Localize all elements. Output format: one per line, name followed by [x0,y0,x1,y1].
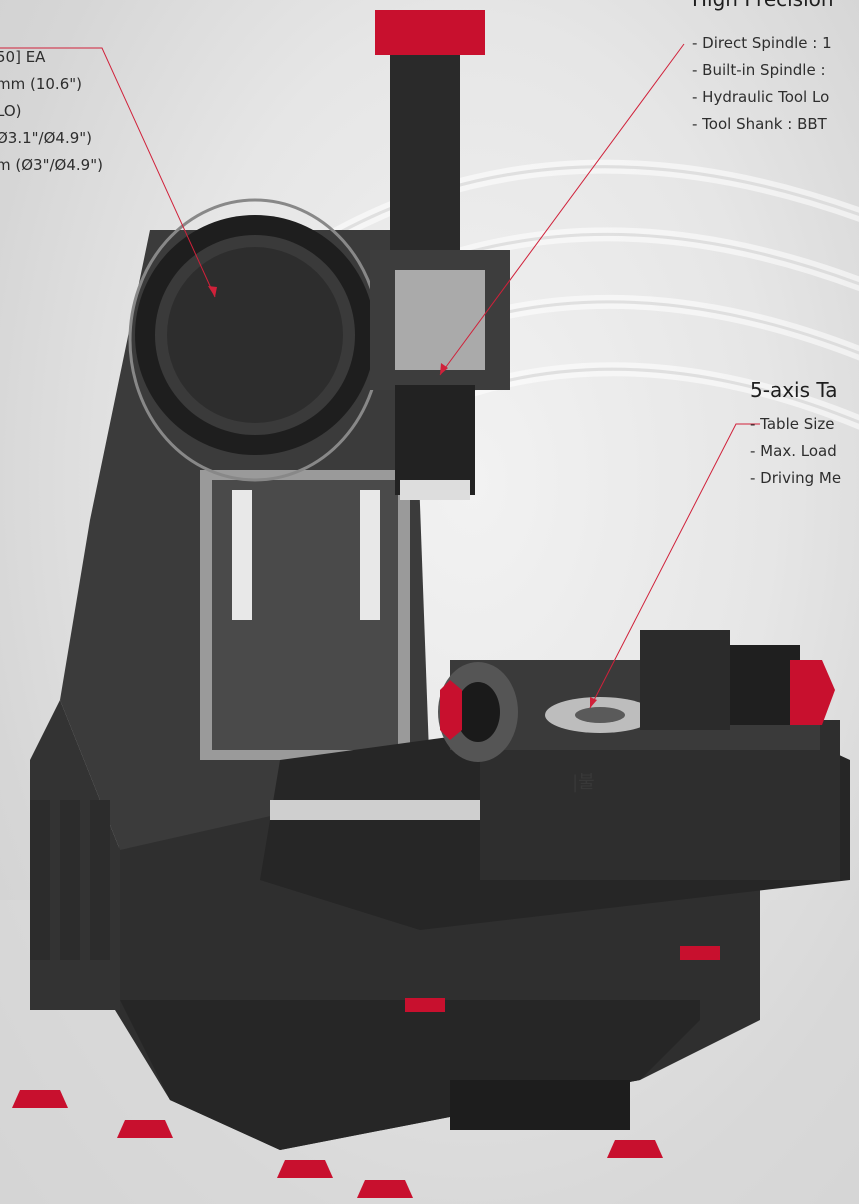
callout-title: High Precision [692,0,834,12]
spec-line: - Driving Me [750,469,842,487]
spec-line: m (Ø3"/Ø4.9") [0,156,103,174]
spec-line: - Direct Spindle : 1 [692,34,832,52]
magazine-specs-callout: 50] EA mm (10.6") LO) Ø3.1"/Ø4.9") m (Ø3… [0,44,103,179]
table-specs-callout: 5-axis Ta - Table Size - Max. Load - Dri… [750,377,841,492]
spec-line: - Max. Load [750,442,837,460]
callout-title: 5-axis Ta [750,378,838,402]
spec-line: Ø3.1"/Ø4.9") [0,129,93,147]
spec-line: 50] EA [0,48,46,66]
spec-line: - Hydraulic Tool Lo [692,88,830,106]
spindle-specs-callout: High Precision - Direct Spindle : 1 - Bu… [692,0,834,138]
spec-line: - Tool Shank : BBT [692,115,827,133]
watermark-text: |불 [572,772,595,793]
spec-line: - Table Size [750,415,835,433]
spec-line: mm (10.6") [0,75,82,93]
spec-line: - Built-in Spindle : [692,61,826,79]
spec-line: LO) [0,102,22,120]
